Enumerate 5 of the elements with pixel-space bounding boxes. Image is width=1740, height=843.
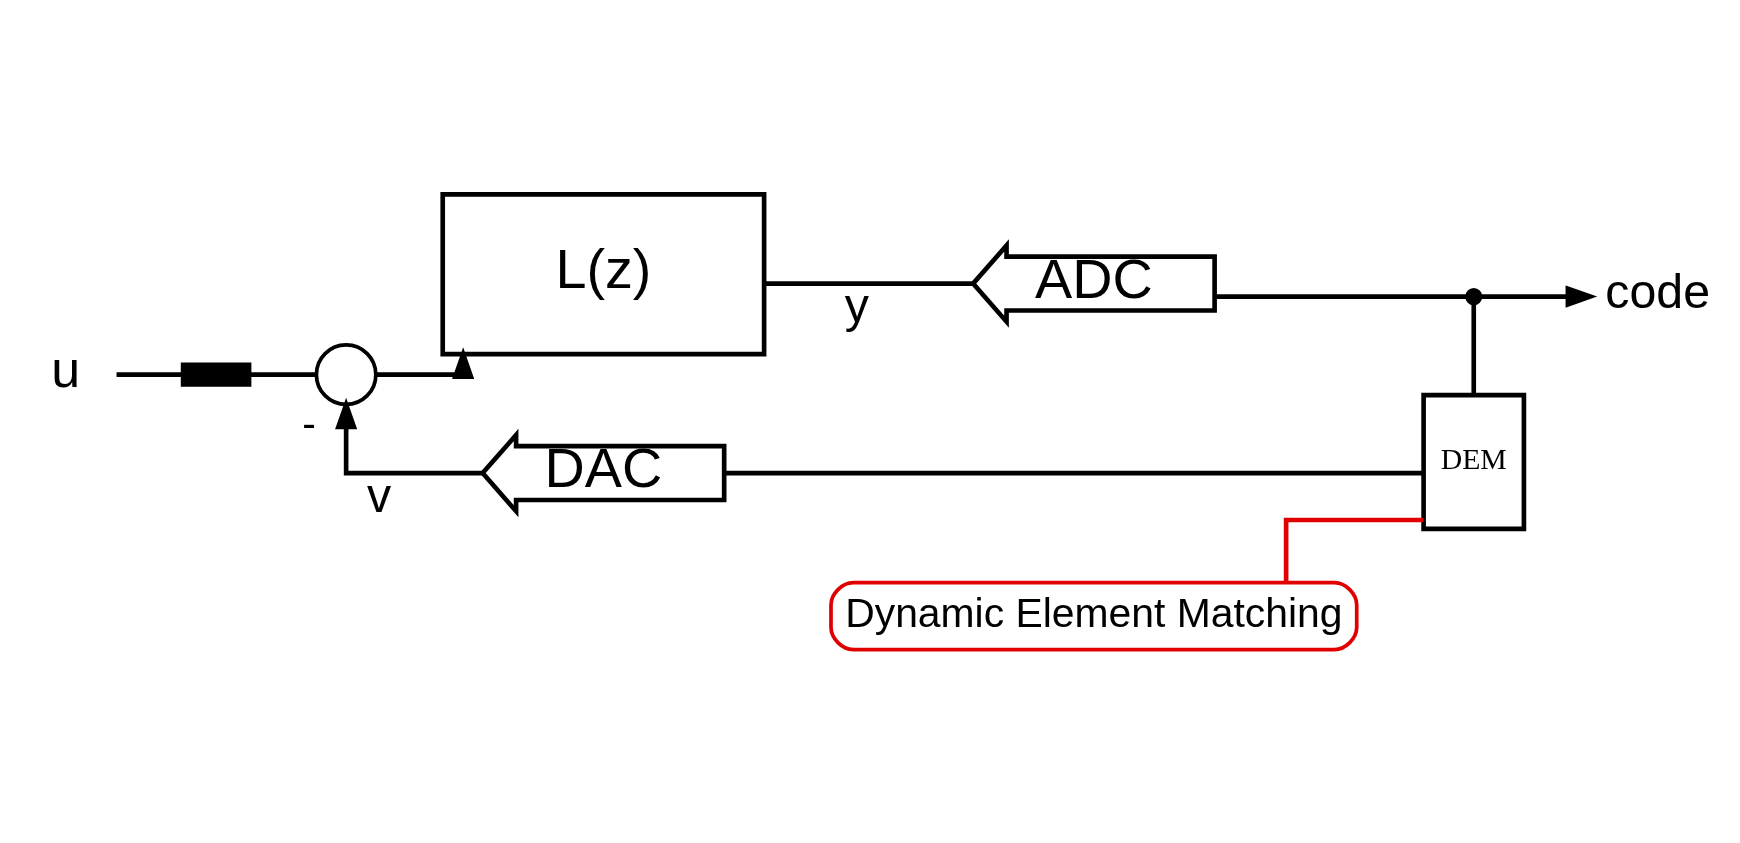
node-text: u: [51, 339, 81, 398]
node-text: code: [1605, 263, 1711, 318]
node-label: -: [302, 399, 316, 446]
edge-label: y: [844, 277, 869, 332]
edge-label: v: [367, 467, 392, 522]
